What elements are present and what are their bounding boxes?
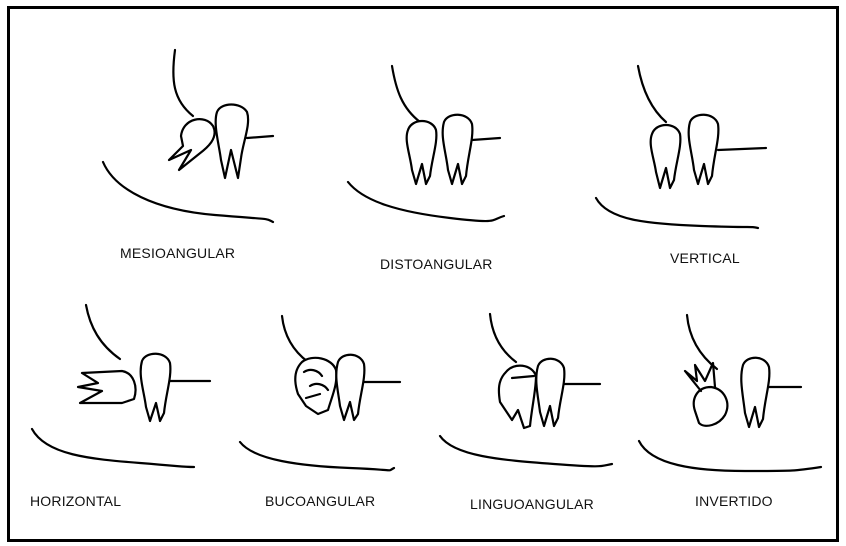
figure-mesioangular: MESIOANGULAR [95, 50, 295, 240]
label-bucoangular: BUCOANGULAR [265, 493, 375, 509]
figure-invertido: INVERTIDO [635, 315, 835, 505]
horizontal-tooth-drawing [30, 305, 230, 465]
figure-vertical: VERTICAL [590, 60, 790, 250]
invertido-tooth-drawing [635, 315, 835, 475]
label-linguoangular: LINGUOANGULAR [470, 496, 594, 512]
distoangular-tooth-drawing [340, 60, 540, 220]
label-vertical: VERTICAL [670, 250, 740, 266]
mesioangular-tooth-drawing [95, 50, 295, 210]
label-horizontal: HORIZONTAL [30, 493, 121, 509]
linguoangular-tooth-drawing [440, 310, 640, 470]
label-distoangular: DISTOANGULAR [380, 256, 493, 272]
figure-linguoangular: LINGUOANGULAR [440, 310, 640, 500]
label-invertido: INVERTIDO [695, 493, 773, 509]
figure-bucoangular: BUCOANGULAR [240, 310, 440, 500]
bucoangular-tooth-drawing [240, 310, 440, 470]
vertical-tooth-drawing [590, 60, 790, 220]
figure-horizontal: HORIZONTAL [30, 305, 230, 495]
figure-distoangular: DISTOANGULAR [340, 60, 540, 250]
label-mesioangular: MESIOANGULAR [120, 245, 235, 261]
